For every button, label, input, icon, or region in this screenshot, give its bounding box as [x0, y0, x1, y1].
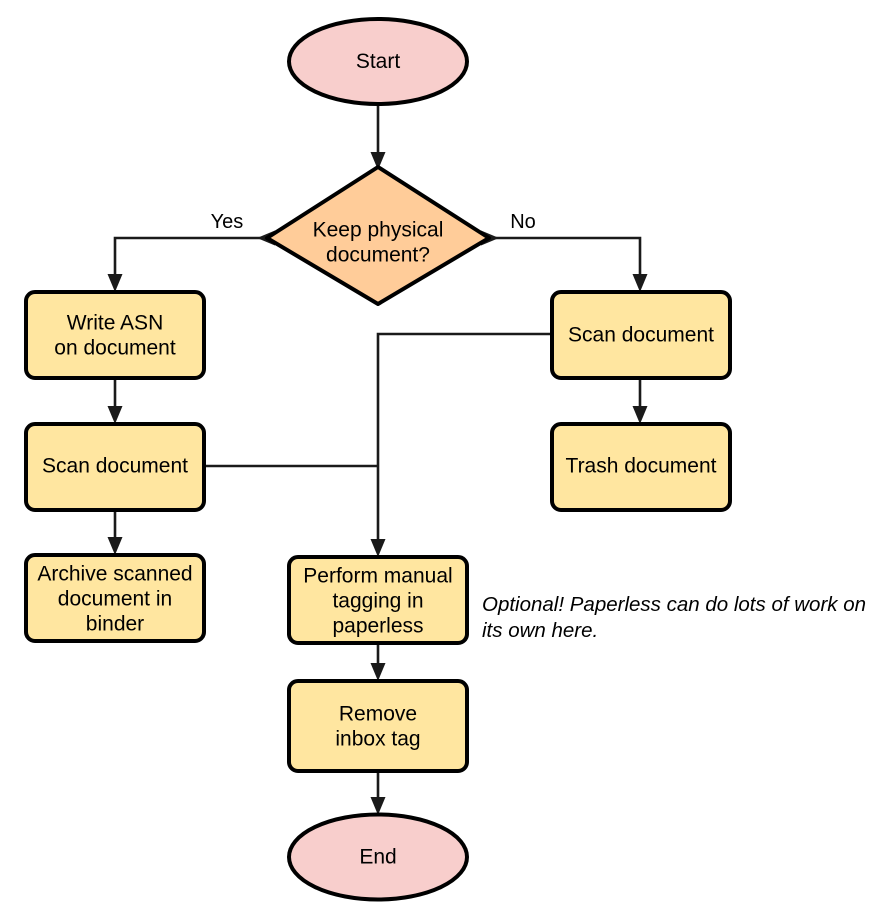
node-tagging-label-line2: tagging in — [332, 590, 423, 613]
node-archive-label-line2: document in — [58, 588, 172, 611]
edge-decision-no — [481, 230, 648, 292]
edge-start-to-decision — [370, 104, 386, 170]
arrowhead-icon — [370, 539, 386, 557]
node-start[interactable]: Start — [287, 17, 469, 106]
node-decision-keep-physical-document[interactable]: Keep physical document? — [265, 165, 491, 306]
arrowhead-icon — [107, 406, 123, 424]
start-ellipse-shape — [287, 17, 469, 106]
arrowhead-icon — [107, 537, 123, 555]
node-trash-document[interactable]: Trash document — [550, 422, 732, 512]
edge-scanright-to-trash — [632, 378, 648, 424]
end-ellipse-shape — [287, 812, 469, 902]
node-scan-document-right[interactable]: Scan document — [550, 290, 732, 380]
edge-removeinbox-to-end — [370, 771, 386, 815]
edge-scanleft-to-archive — [107, 510, 123, 555]
annotation-optional-note: Optional! Paperless can do lots of work … — [482, 593, 866, 642]
edge-label-yes: Yes — [211, 211, 244, 233]
node-scan-document-left-label: Scan document — [42, 455, 188, 478]
arrowhead-icon — [370, 797, 386, 815]
node-trash-document-label: Trash document — [566, 455, 717, 478]
node-write-asn-label-line2: on document — [54, 337, 176, 360]
archive-box-shape — [24, 553, 206, 643]
optional-note-line2: its own here. — [482, 619, 598, 642]
node-remove-inbox-label-line2: inbox tag — [335, 728, 420, 751]
optional-note-line1: Optional! Paperless can do lots of work … — [482, 593, 866, 616]
node-decision-label-line1: Keep physical — [313, 219, 444, 242]
node-tagging-label-line1: Perform manual — [303, 565, 452, 588]
remove-inbox-box-shape — [287, 679, 469, 773]
trash-document-box-shape — [550, 422, 732, 512]
node-scan-document-right-label: Scan document — [568, 324, 714, 347]
node-decision-label-line2: document? — [326, 244, 430, 267]
node-write-asn-on-document[interactable]: Write ASN on document — [24, 290, 206, 380]
edge-writeasn-to-scanleft — [107, 378, 123, 424]
edge-scanright-to-tagging — [376, 332, 552, 545]
write-asn-box-shape — [24, 290, 206, 380]
node-end[interactable]: End — [287, 812, 469, 902]
decision-diamond-shape — [265, 165, 491, 306]
arrowhead-icon — [370, 663, 386, 681]
node-scan-document-left[interactable]: Scan document — [24, 422, 206, 512]
edge-tagging-to-removeinbox — [370, 643, 386, 681]
edge-decision-yes — [107, 230, 275, 292]
node-remove-inbox-label-line1: Remove — [339, 703, 417, 726]
node-end-label: End — [359, 846, 396, 869]
node-archive-label-line3: binder — [86, 613, 144, 636]
arrowhead-icon — [370, 152, 386, 170]
node-start-label: Start — [356, 50, 401, 73]
node-remove-inbox-tag[interactable]: Remove inbox tag — [287, 679, 469, 773]
tagging-box-shape — [287, 555, 469, 645]
scan-document-right-box-shape — [550, 290, 732, 380]
node-archive-label-line1: Archive scanned — [37, 563, 192, 586]
arrowhead-icon — [107, 274, 123, 292]
node-archive-scanned-document[interactable]: Archive scanned document in binder — [24, 553, 206, 643]
scan-document-left-box-shape — [24, 422, 206, 512]
node-write-asn-label-line1: Write ASN — [67, 312, 163, 335]
node-tagging-label-line3: paperless — [332, 615, 423, 638]
edge-label-no: No — [510, 211, 536, 233]
arrowhead-icon — [632, 274, 648, 292]
arrowhead-icon — [632, 406, 648, 424]
node-perform-manual-tagging[interactable]: Perform manual tagging in paperless — [287, 555, 469, 645]
